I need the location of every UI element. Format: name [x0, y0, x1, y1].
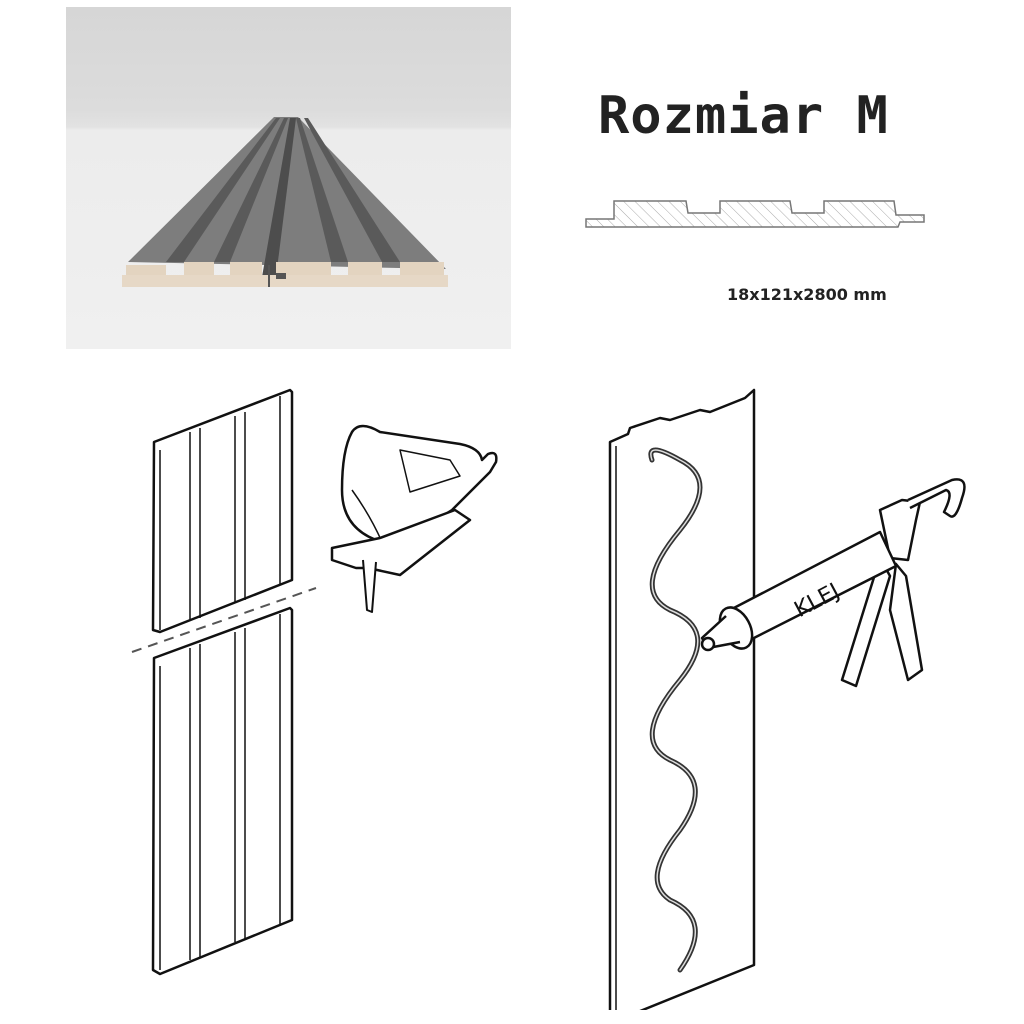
size-title: Rozmiar M: [598, 86, 889, 146]
glue-panel-illustration: KLEJ: [608, 388, 966, 1010]
dimensions-label: 18x121x2800 mm: [727, 285, 887, 304]
product-photo: [66, 7, 511, 349]
cut-line: [131, 587, 317, 653]
slat-panel-render: [122, 117, 448, 287]
caulk-gun-icon: [700, 478, 966, 688]
cut-panel-illustration: [131, 388, 498, 976]
panel-back: [608, 388, 756, 1010]
jigsaw-icon: [330, 424, 498, 613]
profile-cross-section: [585, 200, 925, 228]
